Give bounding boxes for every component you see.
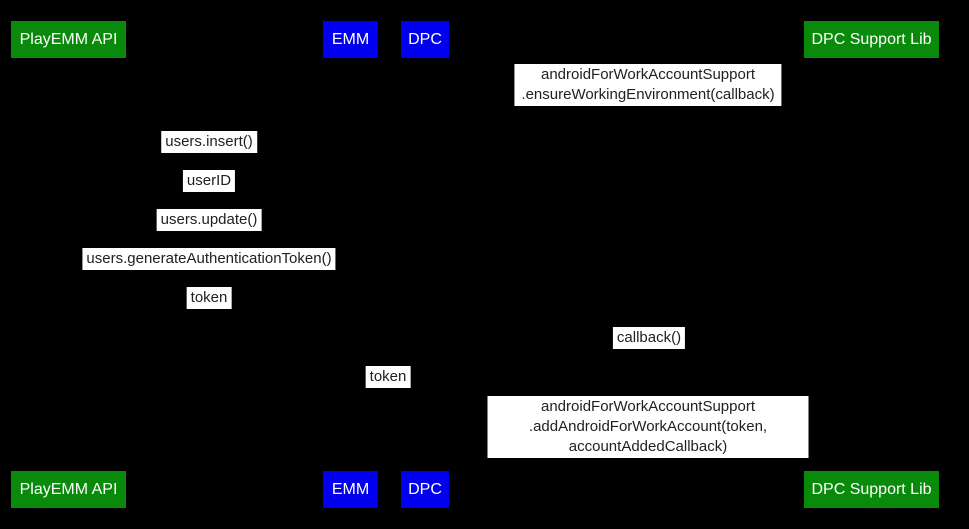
actor-emm-top: EMM (323, 21, 378, 58)
actor-dpc-support-lib-bottom: DPC Support Lib (804, 471, 939, 508)
actor-dpc-bottom: DPC (401, 471, 449, 508)
message-users-update: users.update() (156, 209, 262, 231)
message-token-pass: token (365, 366, 411, 388)
actor-playemm-api-top: PlayEMM API (11, 21, 126, 58)
actor-playemm-api-bottom: PlayEMM API (11, 471, 126, 508)
message-callback: callback() (612, 327, 686, 349)
message-userid: userID (182, 170, 236, 192)
message-add-android-for-work-account: androidForWorkAccountSupport .addAndroid… (487, 396, 809, 458)
message-ensure-working-environment: androidForWorkAccountSupport .ensureWork… (514, 64, 782, 106)
message-token-return: token (186, 287, 232, 309)
message-generate-authentication-token: users.generateAuthenticationToken() (82, 248, 336, 270)
message-users-insert: users.insert() (161, 131, 257, 153)
actor-dpc-top: DPC (401, 21, 449, 58)
actor-dpc-support-lib-top: DPC Support Lib (804, 21, 939, 58)
actor-emm-bottom: EMM (323, 471, 378, 508)
